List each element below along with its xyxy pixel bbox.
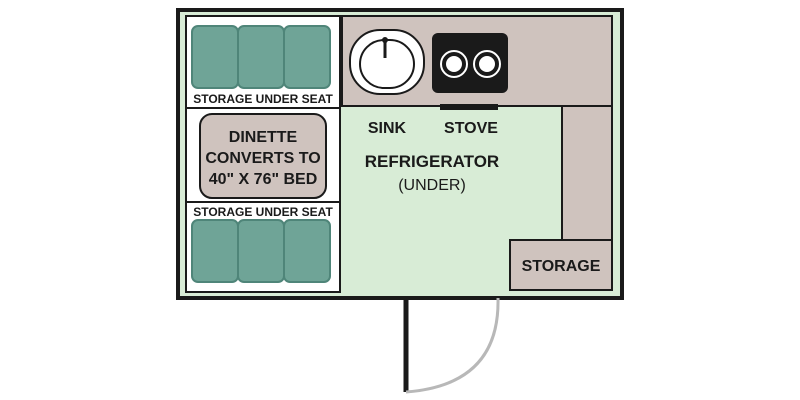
seat-cushion-icon — [237, 25, 285, 89]
stove-base — [440, 104, 498, 110]
refrigerator-note: (UNDER) — [398, 177, 466, 194]
storage-under-seat-top-label: STORAGE UNDER SEAT — [193, 92, 333, 106]
dinette-label-line-2: CONVERTS TO — [205, 150, 320, 167]
storage-cabinet — [509, 239, 613, 291]
door-swing-icon — [403, 297, 500, 394]
seat-cushion-icon — [283, 25, 331, 89]
storage-under-seat-bottom-label: STORAGE UNDER SEAT — [193, 205, 333, 219]
dinette-table — [199, 113, 327, 199]
stove-burners-icon — [432, 33, 508, 93]
side-counter — [561, 105, 613, 241]
seat-cushion-icon — [191, 219, 239, 283]
sink-icon — [349, 29, 425, 95]
outer-wall — [176, 8, 624, 300]
sink-label: SINK — [368, 120, 407, 137]
bottom-bench-cushions — [191, 219, 331, 283]
dinette-label-line-3: 40" X 76" BED — [209, 171, 318, 188]
seat-cushion-icon — [237, 219, 285, 283]
seat-cushion-icon — [283, 219, 331, 283]
seat-cushion-icon — [191, 25, 239, 89]
dinette-label-line-1: DINETTE — [229, 129, 298, 146]
storage-label: STORAGE — [522, 258, 601, 275]
refrigerator-label: REFRIGERATOR — [365, 152, 499, 171]
stove-label: STOVE — [444, 120, 498, 137]
top-bench-cushions — [191, 25, 331, 89]
